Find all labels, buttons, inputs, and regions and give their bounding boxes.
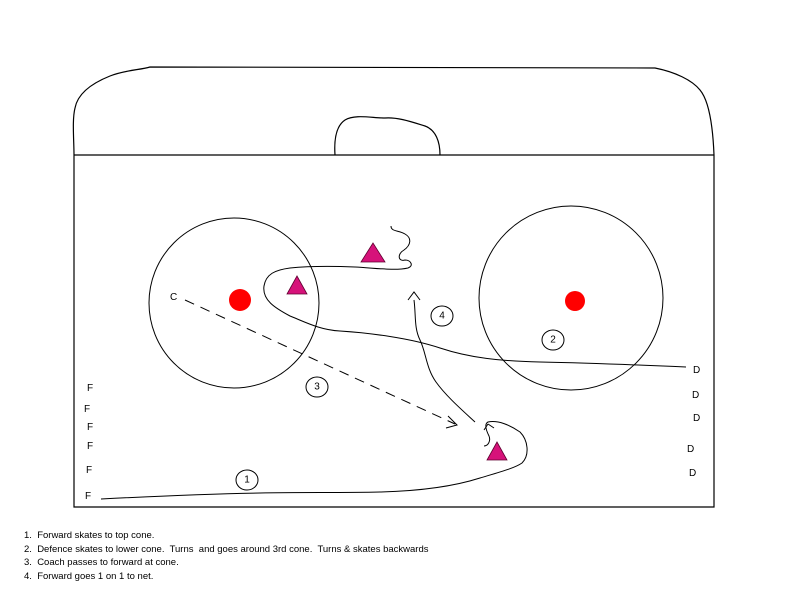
- defence-label: D: [693, 413, 700, 424]
- pass-arrow-head: [445, 415, 458, 429]
- defence-label: D: [692, 390, 699, 401]
- svg-text:2: 2: [550, 335, 556, 346]
- defence-label: D: [693, 365, 700, 376]
- forward-label: F: [87, 422, 93, 433]
- step-marker-3: 3: [305, 376, 329, 398]
- top-cone: [360, 242, 386, 263]
- rink-end-boards: [72, 66, 715, 156]
- instruction-line: 1. Forward skates to top cone.: [24, 530, 155, 541]
- forward-label: F: [84, 404, 90, 415]
- forward-label: F: [86, 465, 92, 476]
- forward-label: F: [87, 383, 93, 394]
- instruction-line: 2. Defence skates to lower cone. Turns a…: [24, 543, 429, 555]
- instruction-line: 4. Forward goes 1 on 1 to net.: [24, 570, 154, 582]
- coach-pass-path: [184, 299, 456, 425]
- left-faceoff-circle: [148, 217, 320, 389]
- net-arrow-head: [407, 291, 421, 301]
- step-marker-2: 2: [541, 329, 565, 351]
- drill-instructions: 1. Forward skates to top cone. 2. Defenc…: [24, 529, 429, 583]
- goal-net: [334, 116, 441, 156]
- svg-text:4: 4: [439, 311, 445, 322]
- one-on-one-path: [413, 299, 476, 423]
- step-marker-1: 1: [235, 469, 259, 491]
- svg-text:1: 1: [244, 475, 250, 486]
- right-faceoff-circle: [478, 205, 664, 391]
- forward-label: F: [85, 491, 91, 502]
- instruction-line: 3. Coach passes to forward at cone.: [24, 557, 179, 568]
- left-faceoff-dot: [229, 289, 251, 311]
- lower-cone: [486, 441, 508, 461]
- middle-cone: [286, 275, 308, 295]
- step-marker-4: 4: [430, 305, 454, 327]
- defence-label: D: [687, 444, 694, 455]
- forward-skate-path: [100, 421, 528, 500]
- defence-skate-path: [263, 225, 687, 368]
- coach-label: C: [170, 292, 177, 303]
- defence-label: D: [689, 468, 696, 479]
- svg-text:3: 3: [314, 382, 320, 393]
- forward-label: F: [87, 441, 93, 452]
- zone-boundary: [73, 155, 715, 508]
- forward-arrow-head: [483, 423, 495, 431]
- right-faceoff-dot: [565, 291, 585, 311]
